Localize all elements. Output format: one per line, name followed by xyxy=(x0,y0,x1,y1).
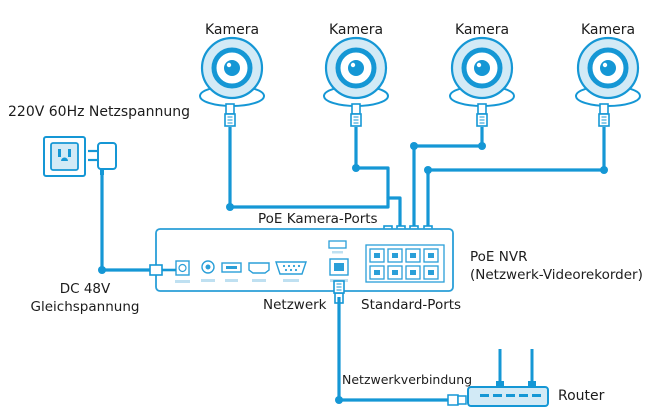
dc-power-cable xyxy=(98,175,176,276)
camera-2 xyxy=(324,38,388,106)
camera-4-connector-icon xyxy=(598,103,610,127)
router-icon xyxy=(467,349,549,407)
dc-voltage-label: DC 48V xyxy=(59,281,111,297)
nvr-subtitle-label: (Netzwerk-Videorekorder) xyxy=(470,267,643,283)
cable-junctions xyxy=(226,142,608,211)
power-outlet-icon xyxy=(43,136,86,177)
camera-1-connector-icon xyxy=(224,103,236,127)
poe-ports-label: PoE Kamera-Ports xyxy=(258,211,378,227)
nvr-name-label: PoE NVR xyxy=(470,249,528,265)
power-adapter-icon xyxy=(88,142,117,175)
router-label: Router xyxy=(558,388,605,404)
nvr-device xyxy=(155,228,454,292)
camera-2-label: Kamera xyxy=(328,22,384,38)
camera-4-label: Kamera xyxy=(580,22,636,38)
camera-3-connector-icon xyxy=(476,103,488,127)
camera-3-label: Kamera xyxy=(454,22,510,38)
standard-ports-label: Standard-Ports xyxy=(361,297,462,313)
mains-voltage-label: 220V 60Hz Netzspannung xyxy=(8,104,190,120)
camera-2-connector-icon xyxy=(350,103,362,127)
network-cable xyxy=(333,280,467,406)
network-connection-label: Netzwerkverbindung xyxy=(342,372,473,387)
camera-3 xyxy=(450,38,514,106)
camera-cables xyxy=(228,127,606,228)
camera-1-label: Kamera xyxy=(204,22,260,38)
camera-4 xyxy=(576,38,640,106)
camera-1 xyxy=(200,38,264,106)
network-label: Netzwerk xyxy=(263,297,327,313)
dc-voltage-sublabel: Gleichspannung xyxy=(30,299,140,315)
